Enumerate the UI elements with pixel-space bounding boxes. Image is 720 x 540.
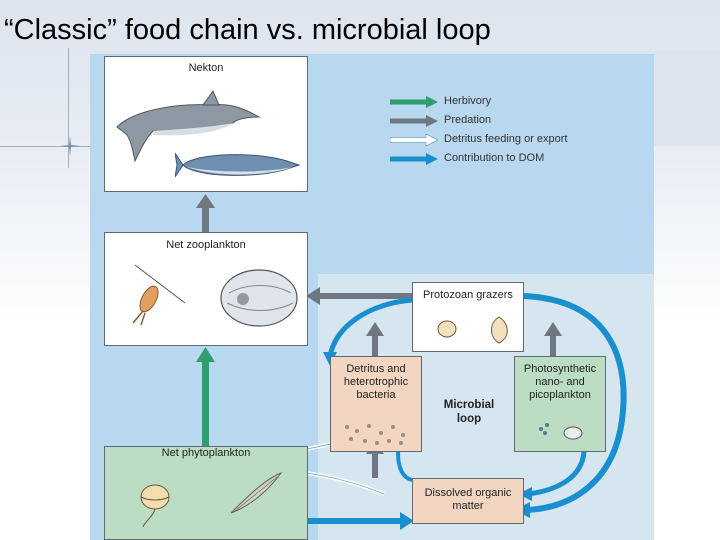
legend-label: Contribution to DOM: [444, 152, 545, 164]
legend-item-detritus: Detritus feeding or export: [390, 132, 590, 150]
net-zooplankton-box: Net zooplankton: [104, 232, 308, 346]
legend: Herbivory Predation Detritus feeding or …: [390, 94, 610, 170]
legend-item-predation: Predation: [390, 113, 590, 131]
predation-arrow: [544, 322, 562, 356]
decorative-strip: [654, 50, 720, 146]
white-arrow-icon: [390, 134, 438, 146]
dissolved-organic-matter-box: Dissolved organic matter: [412, 478, 524, 524]
green-arrow-icon: [390, 96, 438, 108]
herbivory-arrow: [196, 347, 215, 446]
bacteria-illustration: [345, 424, 405, 445]
blue-arrow-icon: [390, 153, 438, 165]
legend-label: Predation: [444, 114, 492, 126]
photosynthetic-label: Photosynthetic nano- and picoplankton: [523, 363, 597, 401]
predation-arrow: [306, 287, 412, 305]
dom-arrow: [396, 451, 413, 482]
detritus-bacteria-box: Detritus and heterotrophic bacteria: [330, 356, 422, 452]
gray-arrow-icon: [390, 115, 438, 127]
net-phytoplankton-label: Net phytoplankton: [161, 447, 251, 459]
microbial-loop-label: Microbial loop: [443, 399, 495, 425]
legend-label: Detritus feeding or export: [444, 133, 568, 145]
photosynthetic-box: Photosynthetic nano- and picoplankton: [514, 356, 606, 452]
protozoan-illustration: [437, 316, 508, 344]
nekton-box: Nekton: [104, 56, 308, 192]
diatom-illustration: [230, 471, 283, 514]
predation-arrow: [366, 322, 384, 356]
decorative-line: [68, 48, 69, 168]
net-phytoplankton-box: Net phytoplankton: [104, 446, 308, 540]
net-zooplankton-label: Net zooplankton: [166, 239, 246, 251]
decorative-line: [0, 146, 90, 147]
copepod-illustration: [132, 264, 186, 326]
protozoan-grazers-box: Protozoan grazers: [412, 282, 524, 352]
slide-title: “Classic” food chain vs. microbial loop: [4, 14, 491, 46]
dolphin-illustration: [116, 89, 261, 163]
dinoflagellate-illustration: [140, 484, 170, 527]
dom-arrow: [518, 451, 587, 501]
picoplankton-illustration: [539, 423, 583, 440]
sparkle-icon: [60, 136, 80, 156]
nekton-label: Nekton: [188, 62, 224, 74]
detritus-bacteria-label: Detritus and heterotrophic bacteria: [343, 363, 409, 401]
protozoan-grazers-label: Protozoan grazers: [423, 289, 513, 301]
fish-illustration: [175, 152, 301, 178]
dom-arrow: [262, 512, 414, 530]
zooplankton-larva-illustration: [220, 269, 298, 327]
predation-arrow: [196, 194, 215, 232]
legend-item-dom: Contribution to DOM: [390, 151, 590, 169]
legend-item-herbivory: Herbivory: [390, 94, 590, 112]
dissolved-organic-matter-label: Dissolved organic matter: [424, 487, 512, 512]
legend-label: Herbivory: [444, 95, 492, 107]
